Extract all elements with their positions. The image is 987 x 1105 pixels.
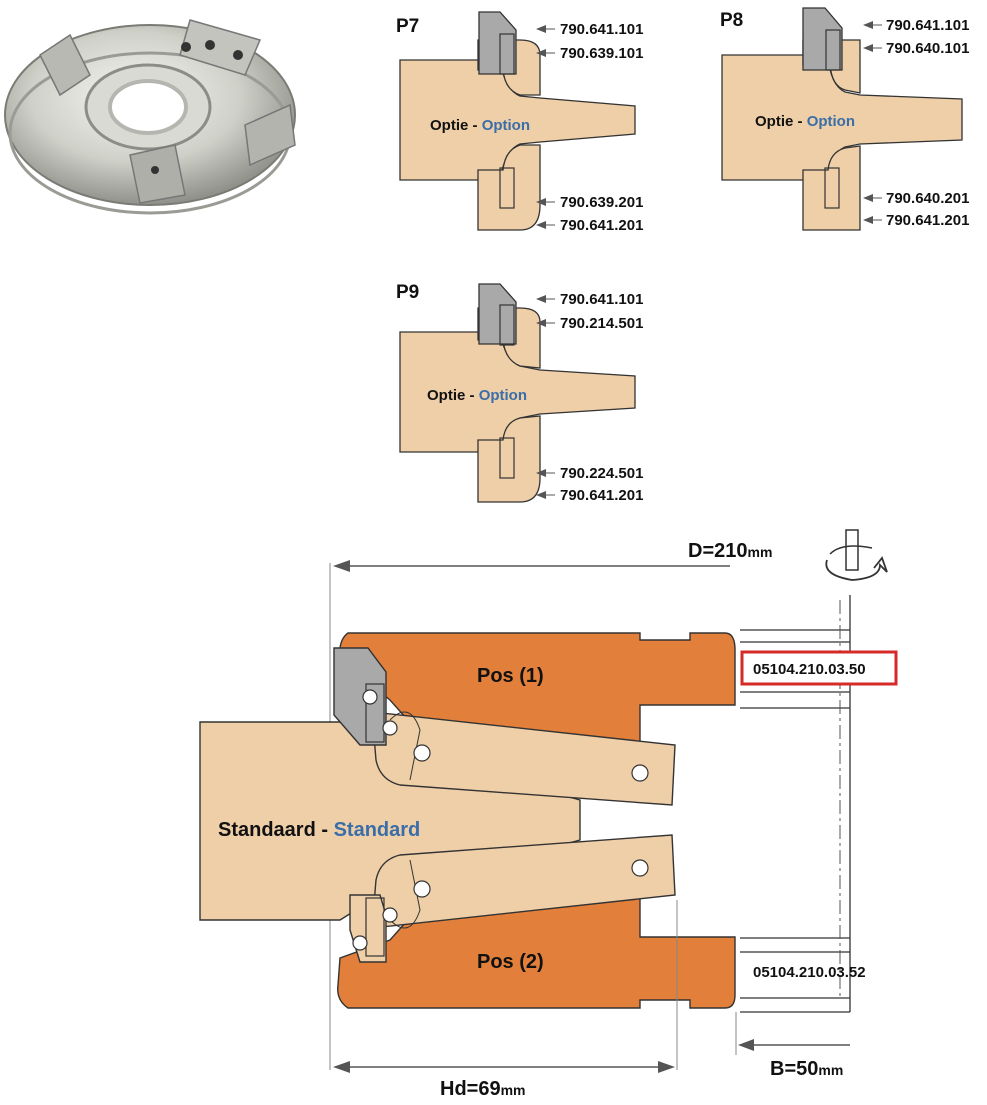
part-ref: 790.641.201 [560, 217, 643, 234]
part-ref: 790.641.101 [886, 17, 969, 34]
knife-top [802, 7, 843, 71]
part-ref: 790.214.501 [560, 315, 643, 332]
profile-label: P8 [720, 10, 743, 31]
option-label: Optie - Option [755, 113, 855, 130]
pos1-label: Pos (1) [477, 665, 544, 687]
arrow-left-icon [738, 1039, 754, 1051]
arrow-left-icon [863, 21, 882, 224]
part-ref: 790.639.101 [560, 45, 643, 62]
profile-p9: P9 Optie - Option 790.641.101 790.214.50… [396, 282, 643, 504]
option-label: Optie - Option [427, 387, 527, 404]
main-assembly: D=210mm Standaard - Standard [199, 529, 898, 1100]
spindle-rotation-icon [825, 529, 888, 581]
dimension-b: B=50mm [735, 1012, 850, 1080]
part-ref: 790.641.201 [886, 212, 969, 229]
knife-pos1 [333, 647, 387, 746]
part-ref: 790.640.101 [886, 40, 969, 57]
part-ref: 790.640.201 [886, 190, 969, 207]
option-label: Optie - Option [430, 117, 530, 134]
profile-label: P7 [396, 16, 419, 37]
arrow-right-icon [658, 1061, 675, 1073]
steel-holder-bottom [477, 144, 541, 231]
profile-p8: P8 Optie - Option 790.641.101 790.640.10… [720, 7, 969, 231]
arrow-left-icon [536, 295, 555, 499]
dimension-label: Hd=69mm [440, 1078, 526, 1100]
standard-label: Standaard - Standard [218, 819, 420, 841]
code-highlight-box [740, 650, 898, 686]
part-code-pos1: 05104.210.03.50 [753, 661, 866, 678]
pos2-label: Pos (2) [477, 951, 544, 973]
dimension-label: B=50mm [770, 1058, 843, 1080]
dimension-hd: Hd=69mm [333, 900, 678, 1100]
arrow-left-icon [536, 25, 555, 229]
cutter-head-photo-icon [4, 19, 296, 215]
tool-holder-pos2 [337, 894, 736, 1009]
dimension-label: D=210mm [688, 540, 772, 562]
part-ref: 790.641.201 [560, 487, 643, 504]
part-code-pos2: 05104.210.03.52 [753, 964, 866, 981]
part-ref: 790.224.501 [560, 465, 643, 482]
part-ref: 790.641.101 [560, 291, 643, 308]
part-ref: 790.641.101 [560, 21, 643, 38]
steel-holder-bottom [477, 415, 541, 503]
arrow-left-icon [333, 1061, 350, 1073]
knife-top [478, 11, 517, 75]
profile-p7: P7 Optie - Option 790.641.101 790.639.10… [396, 11, 643, 234]
knife-plate-lower [371, 834, 676, 929]
tool-holder-pos1 [338, 632, 736, 746]
screw-holes [352, 689, 649, 951]
knife-top [478, 283, 517, 345]
arrow-left-icon [333, 560, 350, 572]
part-ref: 790.639.201 [560, 194, 643, 211]
knife-plate-upper [371, 711, 676, 806]
profile-label: P9 [396, 282, 419, 303]
